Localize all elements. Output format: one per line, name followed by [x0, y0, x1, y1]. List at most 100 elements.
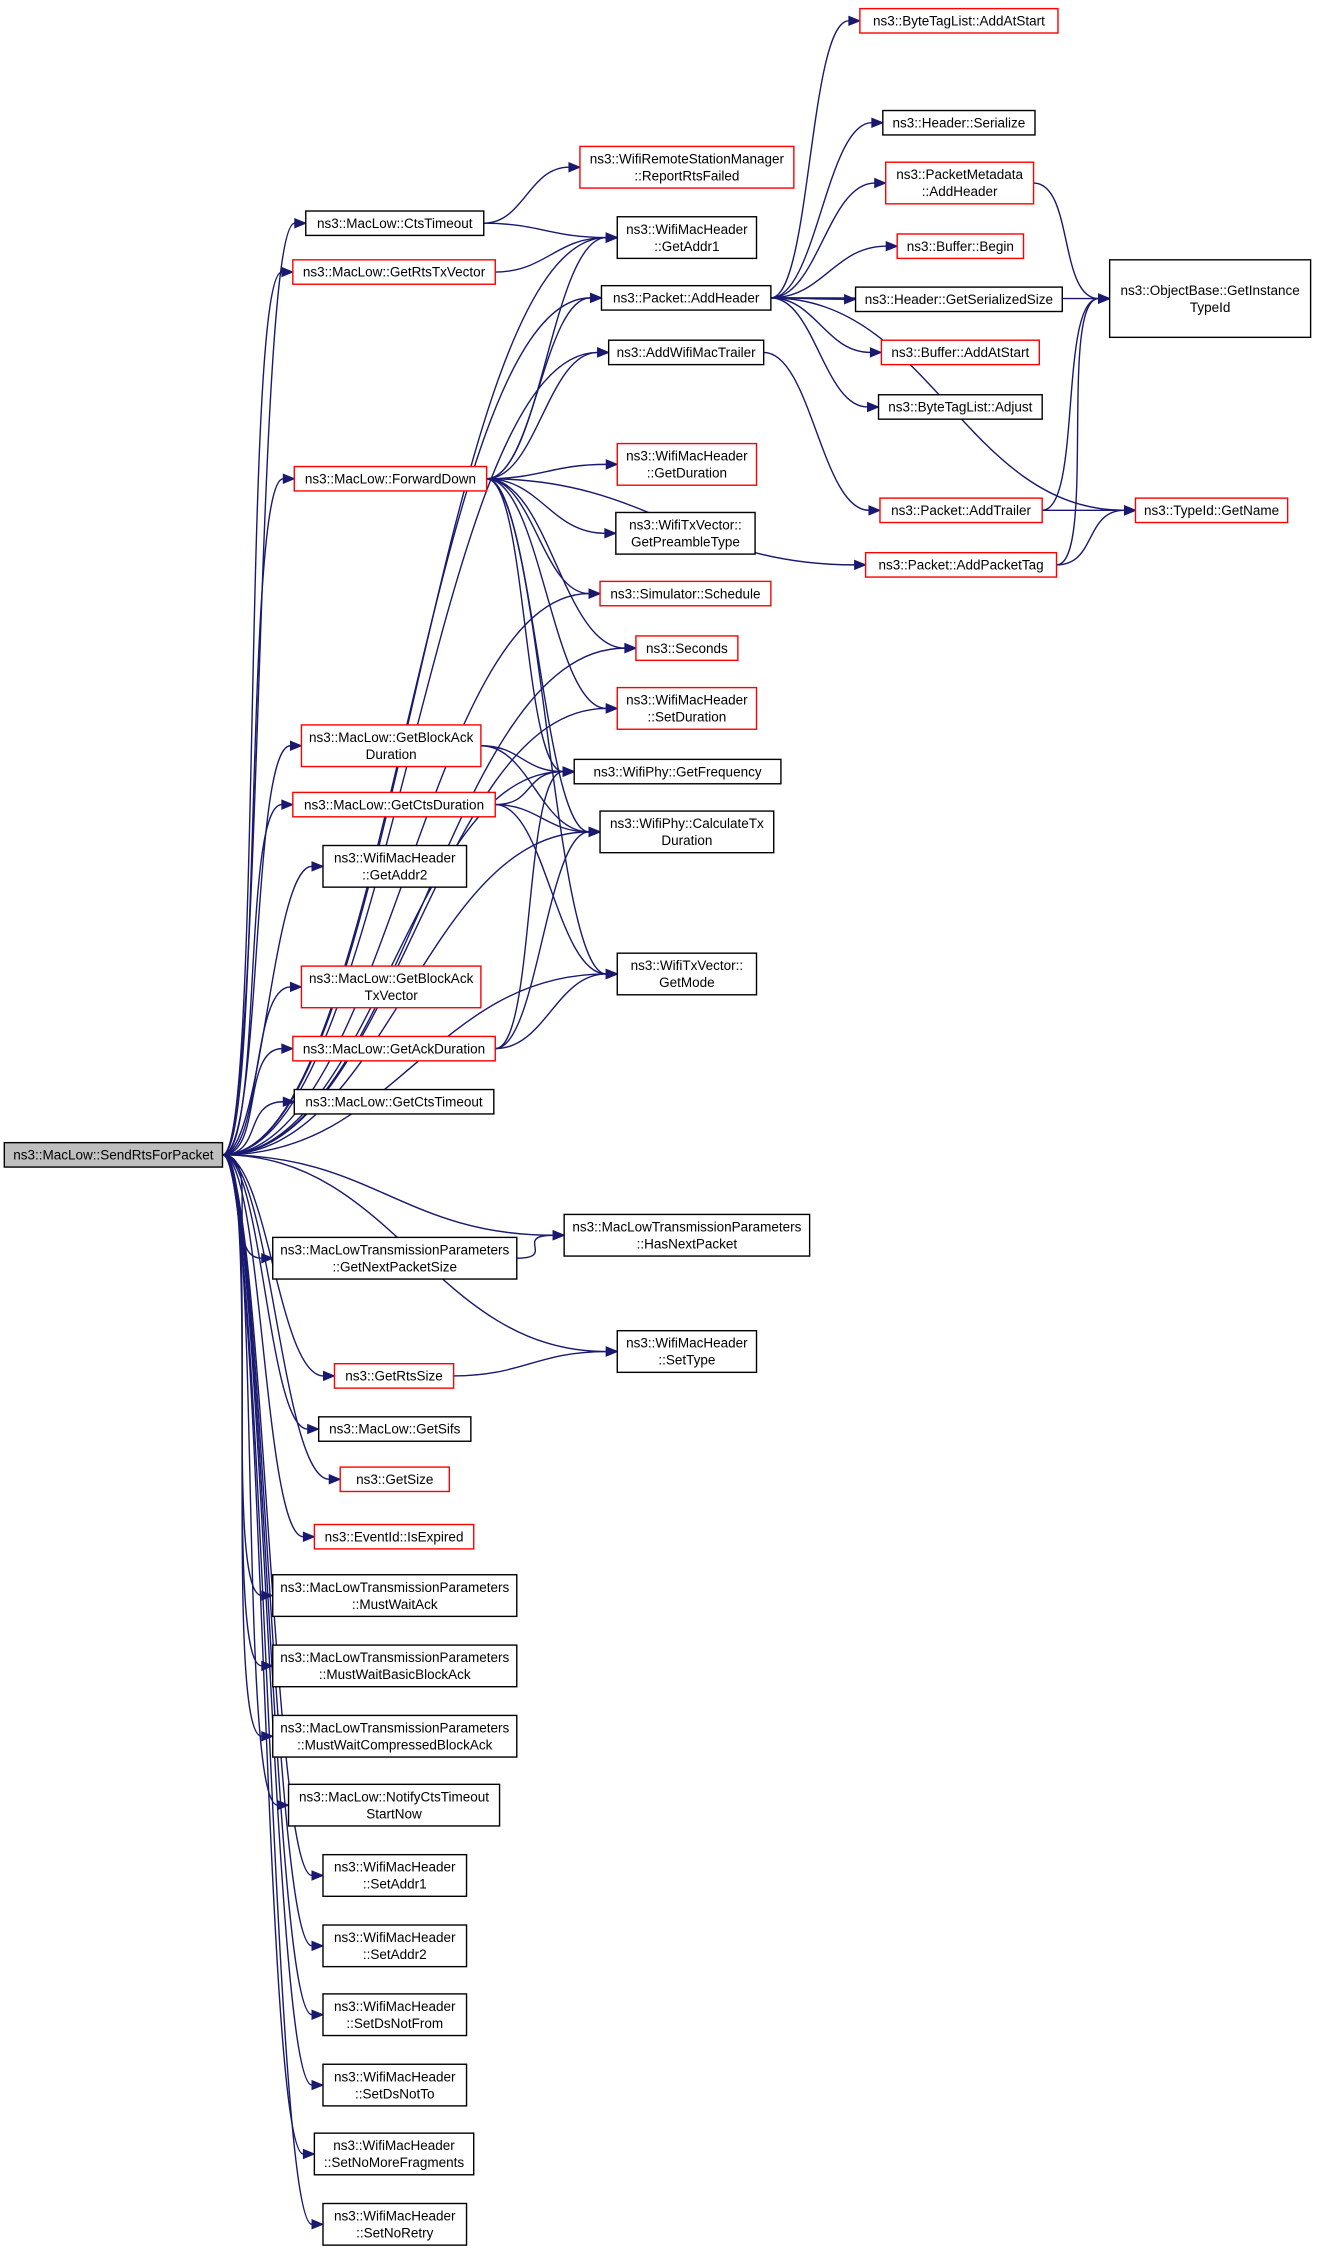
node-mustWaitBasicBlockAck[interactable]: ns3::MacLowTransmissionParameters::MustW… — [272, 1644, 518, 1688]
node-box — [292, 791, 496, 818]
node-headerSerialize[interactable]: ns3::Header::Serialize — [882, 109, 1036, 136]
arrowhead-icon — [311, 2219, 325, 2230]
node-bufferBegin[interactable]: ns3::Buffer::Begin — [896, 233, 1025, 260]
node-setNoRetry[interactable]: ns3::WifiMacHeader::SetNoRetry — [322, 2202, 468, 2246]
node-setAddr1[interactable]: ns3::WifiMacHeader::SetAddr1 — [322, 1853, 468, 1897]
call-edge-forwardDown-to-getMode — [486, 478, 607, 975]
node-label: ns3::Packet::AddHeader — [613, 291, 760, 306]
call-edge-root-to-setNoRetry — [221, 1154, 313, 2226]
node-getCtsDuration[interactable]: ns3::MacLow::GetCtsDuration — [292, 791, 496, 818]
arrowhead-icon — [868, 505, 882, 516]
node-getAckDuration[interactable]: ns3::MacLow::GetAckDuration — [292, 1035, 496, 1062]
node-getRtsSize[interactable]: ns3::GetRtsSize — [333, 1363, 455, 1389]
node-box — [313, 2132, 475, 2176]
node-label: ns3::Packet::AddTrailer — [891, 503, 1031, 518]
node-box — [599, 580, 772, 607]
call-edge-forwardDown-to-getAddr1 — [486, 236, 607, 480]
node-label: ns3::PacketMetadata — [896, 167, 1023, 182]
node-isExpired[interactable]: ns3::EventId::IsExpired — [313, 1523, 475, 1550]
call-edge-getCtsDuration-to-getMode — [495, 803, 607, 975]
node-setDsNotFrom[interactable]: ns3::WifiMacHeader::SetDsNotFrom — [322, 1993, 468, 2037]
node-setNoMoreFragments[interactable]: ns3::WifiMacHeader::SetNoMoreFragments — [313, 2132, 475, 2176]
arrowhead-icon — [311, 861, 325, 872]
node-getAddr2[interactable]: ns3::WifiMacHeader::GetAddr2 — [322, 844, 468, 888]
node-setDuration[interactable]: ns3::WifiMacHeader::SetDuration — [616, 686, 758, 730]
node-getSize[interactable]: ns3::GetSize — [339, 1466, 451, 1493]
arrowhead-icon — [605, 968, 619, 980]
call-edge-forwardDown-to-addWifiMacTrailer — [486, 351, 598, 480]
node-setType[interactable]: ns3::WifiMacHeader::SetType — [616, 1330, 758, 1374]
call-edge-forwardDown-to-getFrequency — [486, 478, 564, 773]
arrowhead-icon — [1098, 293, 1111, 304]
node-getSerializedSize[interactable]: ns3::Header::GetSerializedSize — [854, 286, 1063, 313]
node-label: ns3::Packet::AddPacketTag — [879, 558, 1044, 573]
node-reportRtsFailed[interactable]: ns3::WifiRemoteStationManager::ReportRts… — [579, 145, 795, 189]
node-byteTagListAddAtStart[interactable]: ns3::ByteTagList::AddAtStart — [859, 7, 1059, 34]
call-edge-forwardDown-to-schedule — [486, 478, 590, 595]
node-box — [3, 1141, 224, 1168]
node-label: ns3::MacLow::CtsTimeout — [317, 216, 473, 231]
node-box — [305, 210, 485, 237]
node-label: Duration — [661, 833, 712, 848]
node-byteTagListAdjust[interactable]: ns3::ByteTagList::Adjust — [877, 394, 1043, 420]
node-getAddr1[interactable]: ns3::WifiMacHeader::GetAddr1 — [616, 216, 758, 260]
node-getSifs[interactable]: ns3::MacLow::GetSifs — [317, 1416, 472, 1442]
node-label: StartNow — [366, 1806, 422, 1821]
call-edge-root-to-forwardDown — [222, 478, 284, 1156]
arrowhead-icon — [311, 1870, 325, 1881]
node-seconds[interactable]: ns3::Seconds — [635, 635, 739, 662]
node-ctsTimeout[interactable]: ns3::MacLow::CtsTimeout — [305, 210, 485, 237]
node-label: ns3::MacLow::SendRtsForPacket — [13, 1148, 214, 1163]
node-getCtsTimeout[interactable]: ns3::MacLow::GetCtsTimeout — [293, 1088, 495, 1115]
node-getRtsTxVector[interactable]: ns3::MacLow::GetRtsTxVector — [292, 259, 496, 285]
node-packetMetadataAddHeader[interactable]: ns3::PacketMetadata::AddHeader — [885, 161, 1035, 205]
call-edge-getRtsSize-to-setType — [453, 1350, 607, 1377]
node-setAddr2[interactable]: ns3::WifiMacHeader::SetAddr2 — [322, 1924, 468, 1968]
node-forwardDown[interactable]: ns3::MacLow::ForwardDown — [293, 465, 488, 492]
node-getPreambleType[interactable]: ns3::WifiTxVector::GetPreambleType — [615, 511, 756, 555]
node-bufferAddAtStart[interactable]: ns3::Buffer::AddAtStart — [880, 339, 1041, 366]
node-label: ns3::ByteTagList::AddAtStart — [873, 14, 1045, 29]
node-box — [615, 511, 756, 555]
node-label: ns3::MacLow::GetBlockAck — [309, 971, 474, 986]
node-box — [272, 1236, 518, 1280]
node-box — [599, 810, 775, 854]
node-mustWaitCompressedBlockAck[interactable]: ns3::MacLowTransmissionParameters::MustW… — [272, 1714, 518, 1758]
node-typeIdGetName[interactable]: ns3::TypeId::GetName — [1134, 497, 1289, 524]
node-packetAddTrailer[interactable]: ns3::Packet::AddTrailer — [879, 497, 1043, 524]
arrowhead-icon — [282, 1096, 296, 1107]
node-packetAddHeader[interactable]: ns3::Packet::AddHeader — [600, 284, 772, 311]
node-label: ns3::MacLow::GetCtsTimeout — [305, 1094, 483, 1109]
node-label: ns3::ObjectBase::GetInstance — [1120, 283, 1299, 298]
node-label: ns3::MacLow::GetCtsDuration — [304, 797, 484, 812]
node-packetAddPacketTag[interactable]: ns3::Packet::AddPacketTag — [864, 551, 1058, 578]
node-getDuration[interactable]: ns3::WifiMacHeader::GetDuration — [616, 442, 758, 486]
node-label: ns3::GetRtsSize — [345, 1369, 443, 1384]
node-label: ns3::MacLow::ForwardDown — [305, 471, 476, 486]
node-mustWaitAck[interactable]: ns3::MacLowTransmissionParameters::MustW… — [272, 1574, 518, 1618]
node-getNextPacketSize[interactable]: ns3::MacLowTransmissionParameters::GetNe… — [272, 1236, 518, 1280]
node-root[interactable]: ns3::MacLow::SendRtsForPacket — [3, 1141, 224, 1168]
node-getFrequency[interactable]: ns3::WifiPhy::GetFrequency — [573, 758, 782, 785]
call-edge-getCtsDuration-to-getFrequency — [495, 770, 564, 806]
call-edge-getCtsDuration-to-calculateTxDuration — [495, 803, 590, 833]
node-getMode[interactable]: ns3::WifiTxVector::GetMode — [616, 952, 758, 996]
node-box — [272, 1714, 518, 1758]
arrowhead-icon — [307, 1423, 321, 1435]
node-label: ::MustWaitAck — [352, 1597, 438, 1612]
node-box — [339, 1466, 451, 1493]
node-addWifiMacTrailer[interactable]: ns3::AddWifiMacTrailer — [607, 339, 765, 366]
node-label: ns3::ByteTagList::Adjust — [888, 400, 1032, 415]
node-box — [300, 965, 482, 1009]
node-setDsNotTo[interactable]: ns3::WifiMacHeader::SetDsNotTo — [322, 2063, 468, 2107]
node-hasNextPacket[interactable]: ns3::MacLowTransmissionParameters::HasNe… — [563, 1213, 811, 1257]
arrowhead-icon — [294, 217, 308, 229]
call-edge-root-to-setDuration — [222, 707, 607, 1156]
node-schedule[interactable]: ns3::Simulator::Schedule — [599, 580, 772, 607]
node-label: ns3::GetSize — [356, 1472, 433, 1487]
